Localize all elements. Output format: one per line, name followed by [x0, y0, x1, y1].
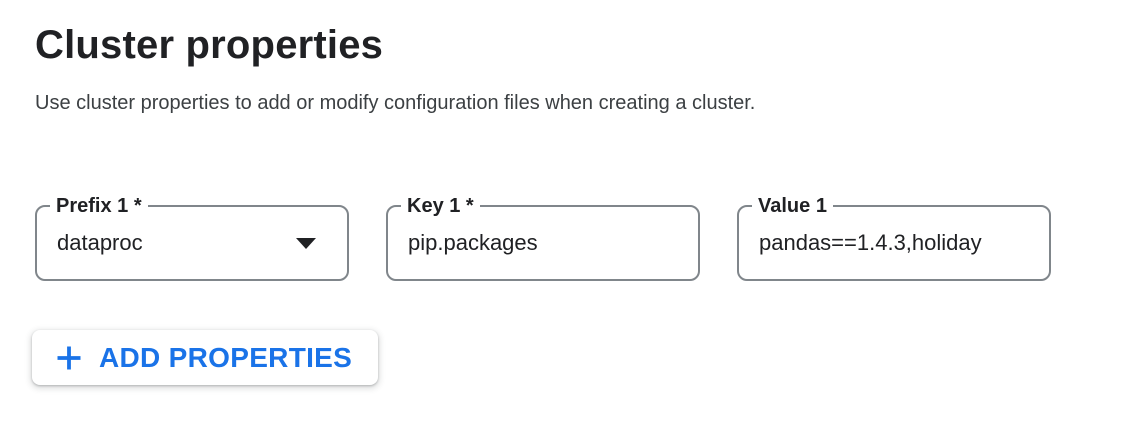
add-properties-button[interactable]: ADD PROPERTIES: [32, 330, 379, 385]
add-properties-label: ADD PROPERTIES: [99, 341, 353, 373]
key-input[interactable]: Key 1 * pip.packages: [386, 194, 700, 281]
value-value: pandas==1.4.3,holiday: [759, 230, 982, 255]
prefix-select[interactable]: Prefix 1 * dataproc: [35, 194, 349, 281]
plus-icon: [57, 346, 81, 369]
key-value: pip.packages: [408, 230, 538, 255]
page-title: Cluster properties: [35, 23, 384, 67]
dropdown-arrow-icon[interactable]: [296, 238, 316, 249]
key-label: Key 1 *: [401, 194, 480, 218]
value-label: Value 1: [752, 194, 833, 218]
prefix-label: Prefix 1 *: [50, 194, 148, 218]
property-row: Prefix 1 * dataproc Key 1 * pip.packages…: [35, 194, 1051, 281]
prefix-value: dataproc: [57, 230, 143, 255]
page-description: Use cluster properties to add or modify …: [35, 92, 756, 114]
value-input[interactable]: Value 1 pandas==1.4.3,holiday: [737, 194, 1051, 281]
